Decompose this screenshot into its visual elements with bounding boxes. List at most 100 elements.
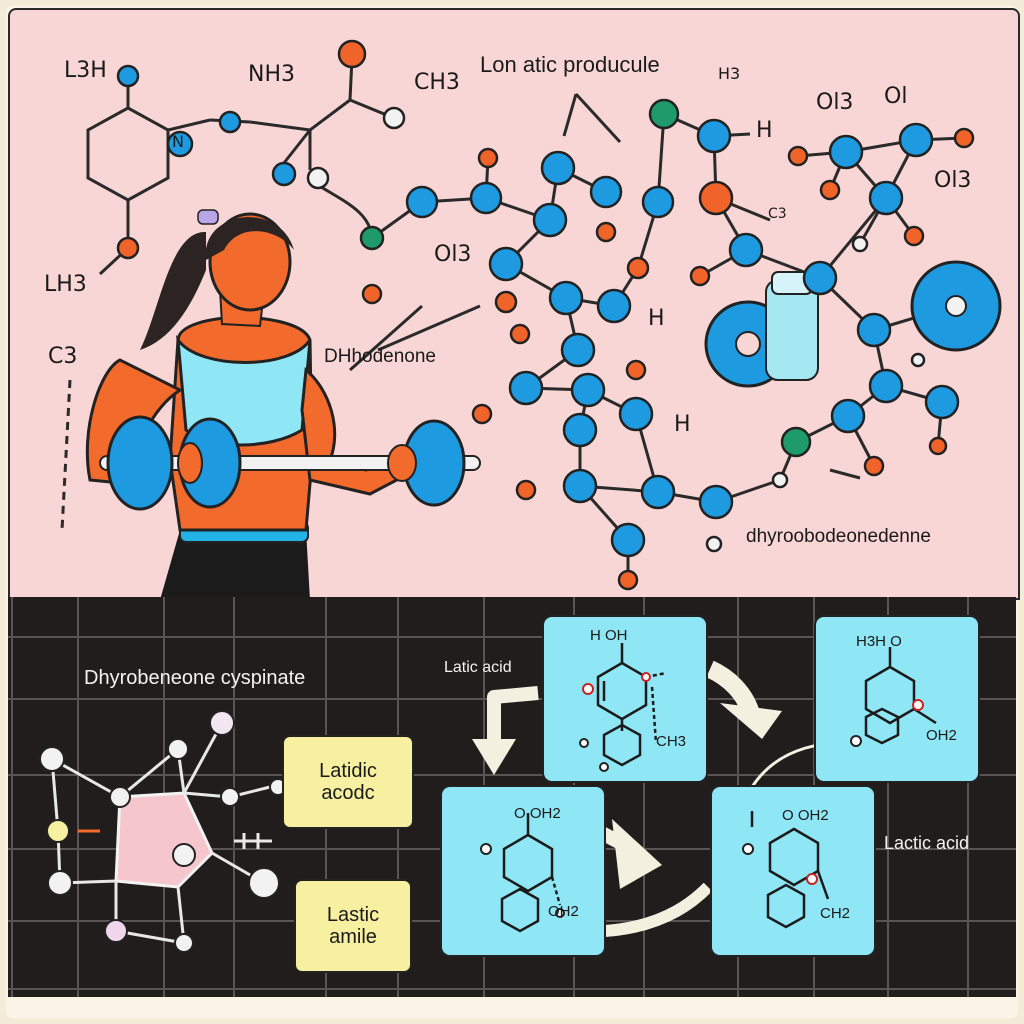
atom-node: [903, 225, 925, 247]
yellow-card-lastic: Lastic amile: [294, 879, 412, 973]
atom-node: [562, 468, 598, 504]
yellow-card-2-line1: Lastic: [326, 904, 380, 926]
atom-node: [39, 746, 65, 772]
atom-node: [640, 474, 676, 510]
label-ol3-mid: Ol3: [434, 242, 472, 267]
atom-node: [828, 134, 864, 170]
atom-node: [471, 403, 493, 425]
atom-node: [271, 161, 297, 187]
label-lh3: LH3: [44, 272, 87, 297]
atom-node: [618, 396, 654, 432]
atom-node: [698, 180, 734, 216]
atom-node: [705, 535, 723, 553]
label-ol3-top: Ol3: [816, 90, 854, 115]
card-3-oh-label: OH2: [548, 903, 579, 920]
atom-node: [610, 522, 646, 558]
atom-node: [570, 372, 606, 408]
atom-node: [696, 118, 732, 154]
atom-node: [337, 39, 367, 69]
yellow-card-1-line1: Latidic: [319, 760, 377, 782]
lactic-acid-label-2: Lactic acid: [884, 833, 970, 853]
atom-node: [641, 185, 675, 219]
atom-node: [488, 246, 524, 282]
atom-node: [104, 919, 128, 943]
atom-node: [625, 359, 647, 381]
atom-node: [851, 235, 869, 253]
atom-node: [771, 471, 789, 489]
diagram-title: Lon atic producule: [480, 52, 660, 77]
atom-node: [953, 127, 975, 149]
atom-node: [863, 455, 885, 477]
label-h-lower: H: [674, 412, 691, 437]
card-2-top-label: H3H O: [856, 633, 902, 650]
atom-node: [509, 323, 531, 345]
left-benzene-ring: [86, 106, 170, 202]
atom-node: [494, 290, 518, 314]
atom-node: [802, 260, 838, 296]
atom-node: [617, 569, 639, 591]
label-l3h: L3H: [64, 58, 107, 83]
atom-node: [540, 150, 576, 186]
reaction-card-4: O OH2 CH2: [710, 785, 876, 957]
atom-node: [560, 332, 596, 368]
left-molecule: [50, 721, 272, 945]
atom-node: [787, 145, 809, 167]
atom-node: [508, 370, 544, 406]
atom-node: [109, 786, 131, 808]
atom-node: [548, 280, 584, 316]
card-1-top-label: H OH: [590, 627, 628, 644]
atom-node: [405, 185, 439, 219]
atom-node: [361, 283, 383, 305]
card-3-top-label: O OH2: [514, 805, 561, 822]
label-nh3: NH3: [248, 62, 295, 87]
card-4-ch-label: CH2: [820, 905, 851, 922]
atom-node: [589, 175, 623, 209]
athlete-figure: [85, 209, 481, 598]
atom-node: [689, 265, 711, 287]
atom-node: [47, 870, 73, 896]
label-dhyro: dhyroobodeonedenne: [746, 526, 931, 547]
yellow-card-2-line2: amile: [329, 926, 377, 948]
atom-node: [116, 236, 140, 260]
atom-node: [830, 398, 866, 434]
atom-node: [359, 225, 385, 251]
atom-node: [595, 221, 617, 243]
atom-node: [469, 181, 503, 215]
card-4-top-label: O OH2: [782, 807, 829, 824]
atom-node: [174, 933, 194, 953]
yellow-card-1-line2: acodc: [321, 782, 375, 804]
atom-node: [928, 436, 948, 456]
atom-node: [382, 106, 406, 130]
reaction-card-2: H3H O OH2: [814, 615, 980, 783]
atom-node: [910, 352, 926, 368]
atom-node: [856, 312, 892, 348]
card-2-oh-label: OH2: [926, 727, 957, 744]
atom-node: [562, 412, 598, 448]
reaction-card-1: H OH CH3: [542, 615, 708, 783]
card-1-ch-label: CH3: [656, 733, 687, 750]
top-illustration-panel: L3H NH3 CH3 Lon atic producule H3 Ol3 Ol…: [8, 8, 1020, 600]
label-h-upper: H: [756, 118, 773, 143]
atom-node: [209, 710, 235, 736]
label-h-center: H: [648, 306, 665, 331]
atom-node: [648, 98, 680, 130]
atom-node: [306, 166, 330, 190]
atom-node: [924, 384, 960, 420]
ring-and-vial: [704, 260, 1002, 388]
lactic-acid-label-1: Latic acid: [444, 659, 512, 676]
label-ol3-right: Ol3: [934, 168, 972, 193]
atom-node: [532, 202, 568, 238]
atom-node: [819, 179, 841, 201]
left-molecule-atoms: [39, 710, 287, 953]
label-ch3-top: CH3: [414, 70, 460, 95]
atom-node: [116, 64, 140, 88]
atom-node: [698, 484, 734, 520]
atom-node: [218, 110, 242, 134]
atom-node: [172, 843, 196, 867]
atom-nodes: [116, 39, 975, 591]
label-h3-top: H3: [718, 64, 741, 83]
label-n: N: [172, 132, 184, 151]
label-c3-tilted: C3: [768, 206, 787, 222]
atom-node: [868, 180, 904, 216]
atom-node: [166, 130, 194, 158]
